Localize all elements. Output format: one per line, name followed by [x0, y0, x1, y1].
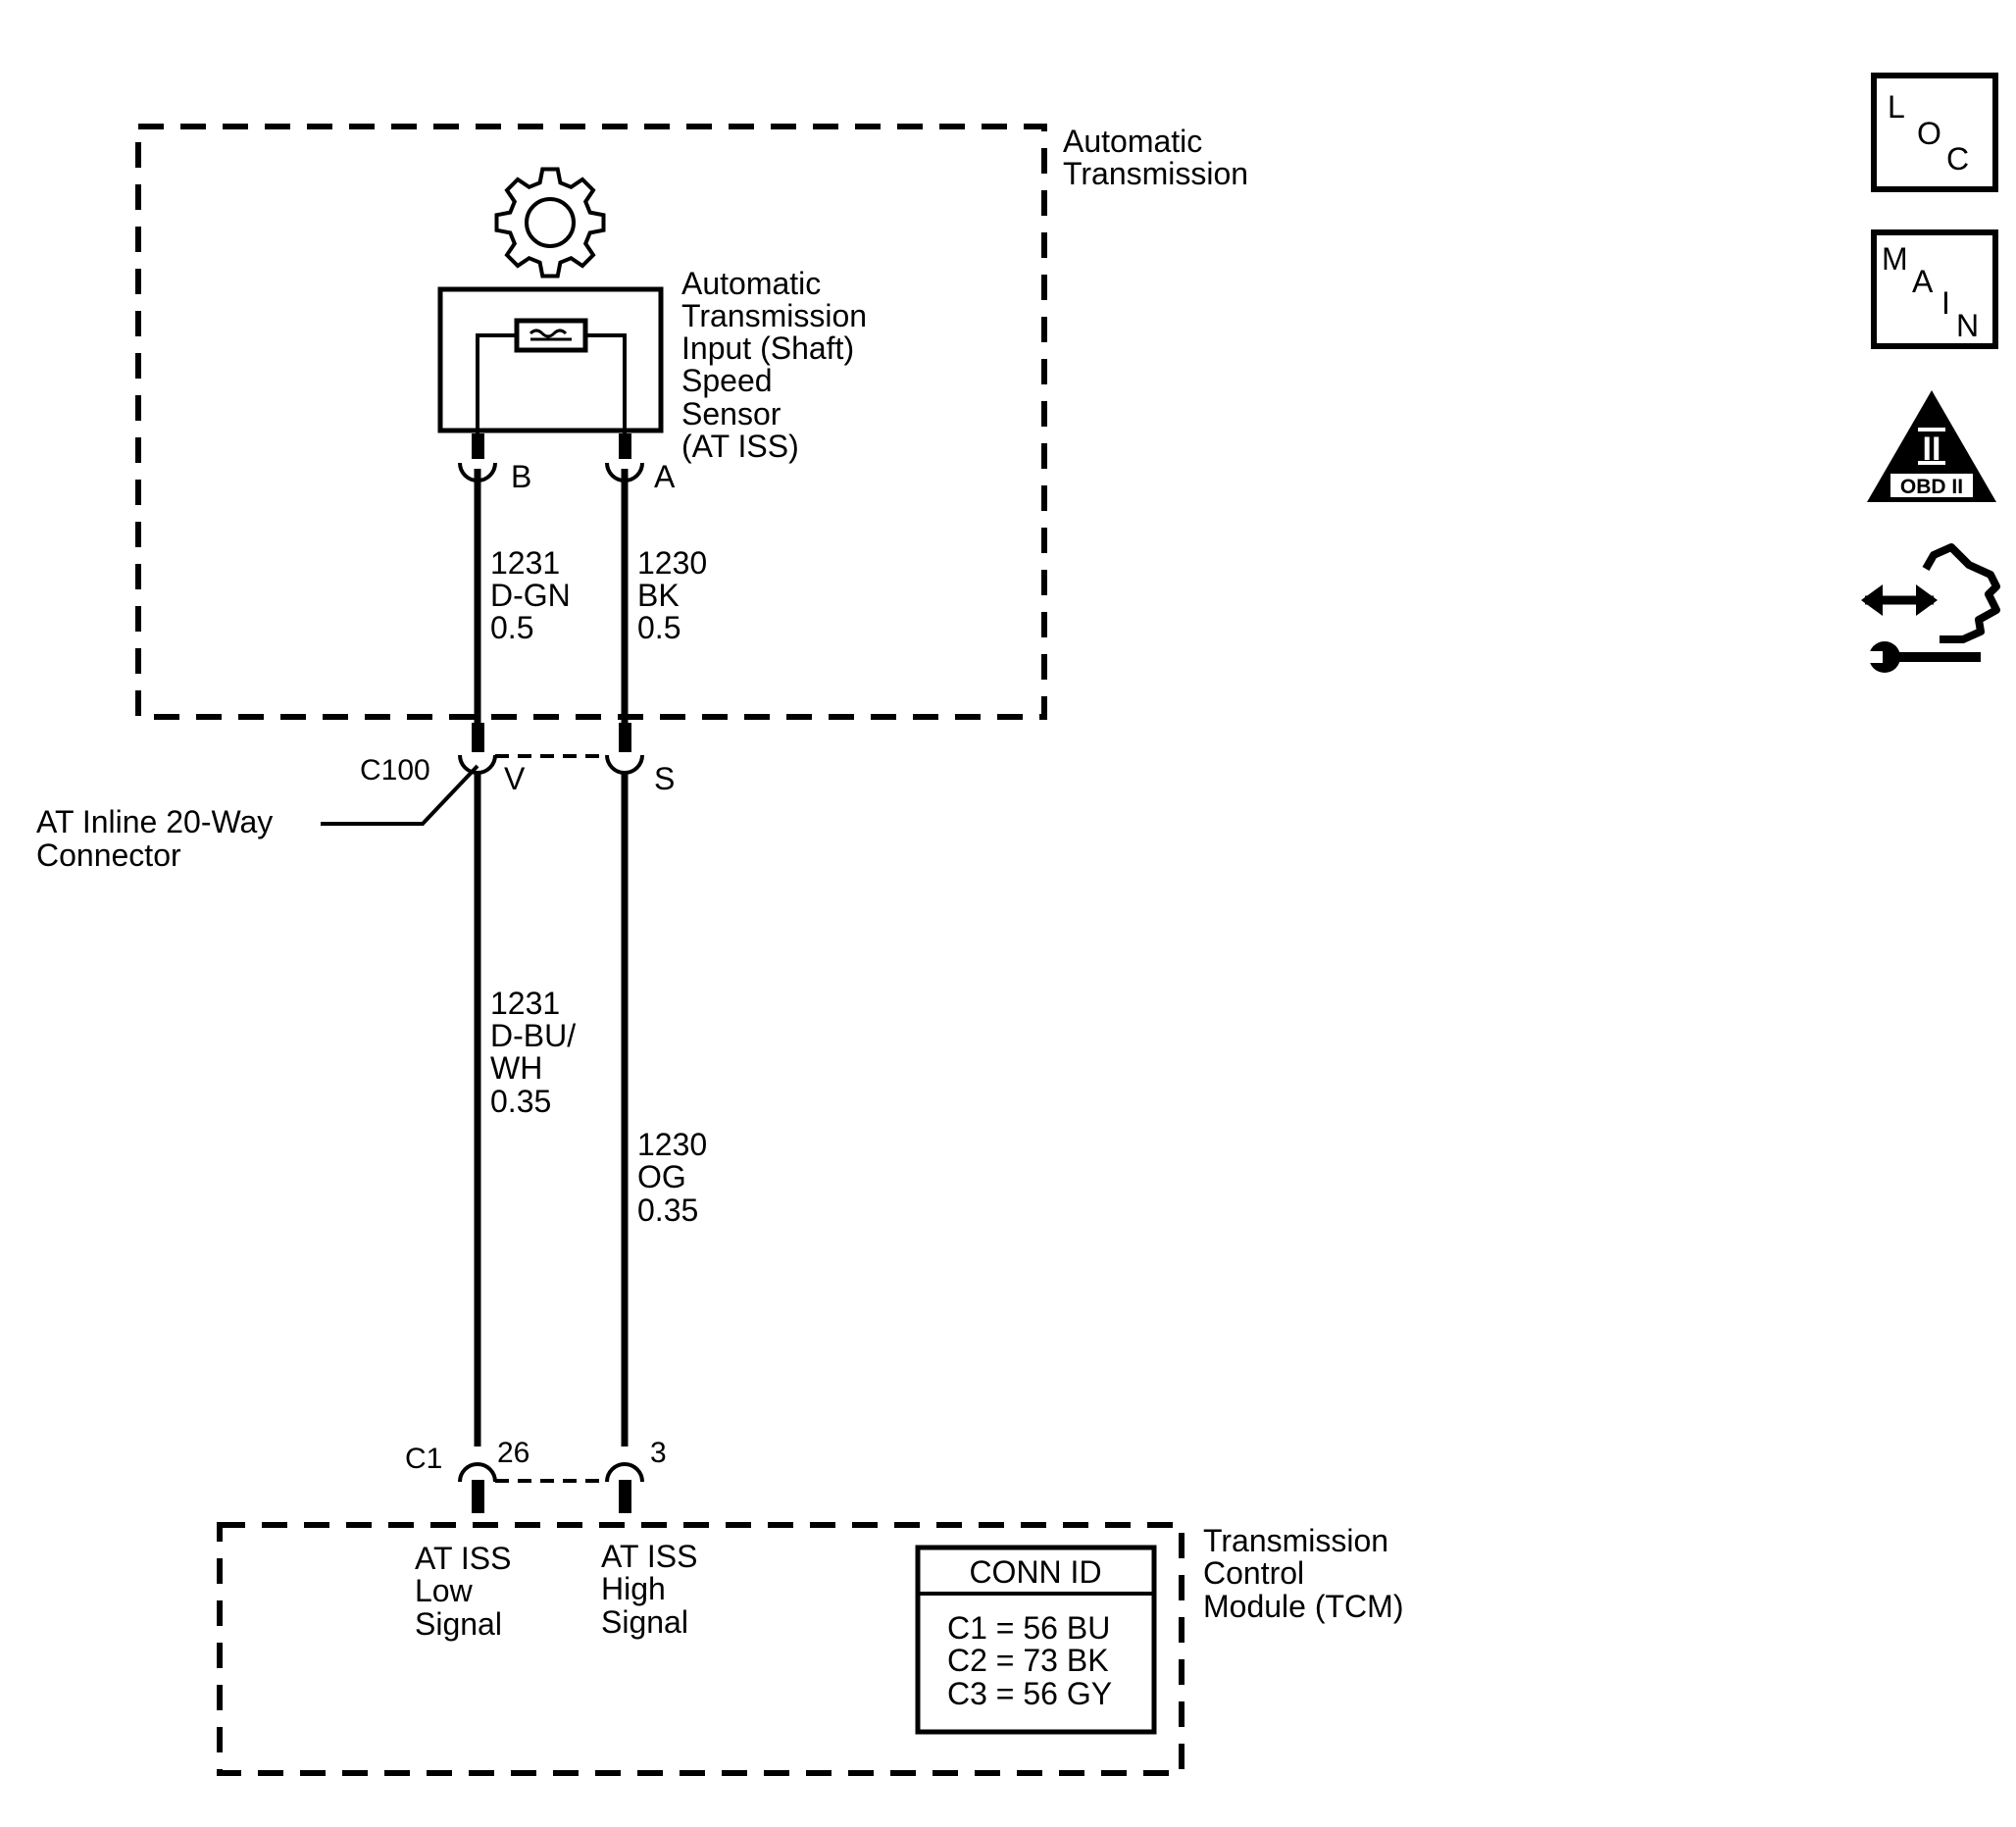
wire-1230-upper-label: 1230 BK 0.5 [637, 545, 716, 645]
svg-text:M: M [1882, 241, 1908, 277]
tcm-label: Transmission Control Module (TCM) [1203, 1523, 1403, 1624]
svg-text:C: C [1946, 141, 1969, 177]
wire-1230-lower-label: 1230 OG 0.35 [637, 1127, 716, 1228]
conn-id-rows: C1 = 56 BU C2 = 73 BK C3 = 56 GY [947, 1610, 1119, 1711]
gear-icon [494, 167, 606, 279]
inline-connector-c100 [458, 723, 644, 775]
sensor-pin-b-label: B [511, 459, 531, 494]
tcm-boundary [217, 1522, 1184, 1776]
svg-text:OBD II: OBD II [1900, 476, 1963, 498]
conn-id-header: CONN ID [969, 1554, 1101, 1590]
svg-text:I: I [1941, 285, 1950, 321]
inline-connector-leader [321, 764, 479, 826]
automatic-transmission-label: Automatic Transmission [1063, 124, 1248, 191]
svg-text:L: L [1888, 89, 1905, 125]
main-icon[interactable]: M A I N [1871, 229, 1998, 349]
tcm-connector-pin-26: 26 [497, 1437, 529, 1469]
inline-connector-pin-s: S [654, 761, 675, 796]
svg-text:N: N [1956, 308, 1979, 343]
tcm-connector-c1 [458, 1462, 644, 1513]
inline-connector-label: AT Inline 20-Way Connector [36, 804, 281, 873]
speed-sensor-label: Automatic Transmission Input (Shaft) Spe… [681, 266, 876, 464]
inline-connector-id: C100 [360, 754, 430, 787]
sensor-pin-a-label: A [654, 459, 676, 494]
automatic-transmission-boundary [135, 124, 1047, 720]
tcm-connector-id: C1 [405, 1443, 442, 1475]
tcm-connector-pin-3: 3 [650, 1437, 667, 1469]
loc-icon[interactable]: L O C [1871, 73, 1998, 192]
tcm-high-signal-label: AT ISS High Signal [601, 1539, 706, 1640]
hand-wrench-icon[interactable] [1861, 543, 2000, 673]
svg-text:O: O [1917, 116, 1941, 151]
tcm-low-signal-label: AT ISS Low Signal [415, 1541, 520, 1642]
svg-text:II: II [1923, 431, 1941, 468]
speed-sensor [437, 286, 664, 439]
wire-1231-lower-label: 1231 D-BU/ WH 0.35 [490, 986, 584, 1119]
inline-connector-pin-v: V [504, 761, 526, 796]
obd-ii-icon[interactable]: II OBD II [1867, 390, 1996, 502]
svg-text:A: A [1912, 264, 1934, 299]
wire-1231-upper-label: 1231 D-GN 0.5 [490, 545, 580, 645]
conn-id-table [915, 1545, 1157, 1735]
